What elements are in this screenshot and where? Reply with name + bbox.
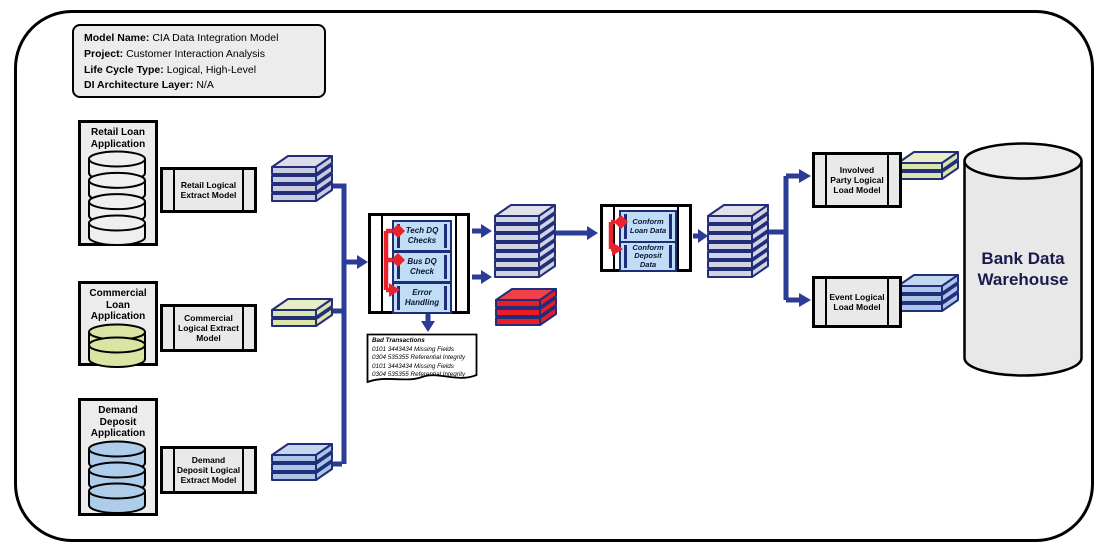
bus-dq-check-step: Bus DQ Check bbox=[392, 251, 452, 283]
note-text: Bad Transactions 0101 3443434 Missing Fi… bbox=[372, 337, 474, 380]
left-bar bbox=[825, 155, 827, 205]
step-bar bbox=[669, 214, 672, 239]
conform-deposit-data-label: Conform Deposit Data bbox=[632, 242, 664, 269]
step-bar bbox=[624, 214, 627, 239]
step-bar bbox=[624, 245, 627, 268]
right-bar bbox=[242, 307, 244, 349]
life-cycle-line: Life Cycle Type:Logical, High-Level bbox=[84, 63, 314, 79]
conformed-data-stack bbox=[706, 203, 770, 284]
demand-deposit-application-title: Demand Deposit Application bbox=[90, 405, 146, 439]
life-cycle-value: Logical, High-Level bbox=[166, 63, 257, 76]
right-bar bbox=[887, 155, 889, 205]
warehouse-label: Bank Data Warehouse bbox=[977, 249, 1069, 290]
note-title: Bad Transactions bbox=[372, 337, 425, 344]
left-bar bbox=[173, 449, 175, 491]
life-cycle-label: Life Cycle Type: bbox=[84, 63, 164, 76]
commercial-extract-model-box: Commercial Logical Extract Model bbox=[160, 304, 257, 352]
commercial-extract-stack bbox=[270, 297, 334, 333]
right-bar bbox=[242, 170, 244, 210]
step-bar bbox=[669, 245, 672, 268]
note-line: 0101 3443434 Missing Fields bbox=[372, 345, 454, 353]
demand-extract-model-label: Demand Deposit Logical Extract Model bbox=[176, 454, 241, 486]
dq-checks-container: Tech DQ Checks Bus DQ Check Error Handli… bbox=[368, 213, 470, 314]
error-handling-step: Error Handling bbox=[392, 282, 452, 314]
left-bar bbox=[173, 307, 175, 349]
model-name-line: Model Name:CIA Data Integration Model bbox=[84, 31, 314, 47]
involved-party-load-model-box: Involved Party Logical Load Model bbox=[812, 152, 902, 208]
project-line: Project:Customer Interaction Analysis bbox=[84, 47, 314, 63]
involved-party-stack bbox=[896, 150, 960, 186]
project-value: Customer Interaction Analysis bbox=[126, 47, 265, 60]
bus-dq-check-label: Bus DQ Check bbox=[407, 257, 437, 276]
note-line: 0304 535355 Referential Integrity bbox=[372, 371, 466, 378]
step-bar bbox=[397, 224, 400, 248]
project-label: Project: bbox=[84, 47, 124, 60]
model-name-value: CIA Data Integration Model bbox=[152, 32, 279, 44]
right-bar bbox=[242, 449, 244, 491]
step-bar bbox=[444, 255, 447, 279]
step-bar bbox=[397, 286, 400, 310]
retail-loan-application-title: Retail Loan Application bbox=[90, 127, 146, 150]
step-bar bbox=[444, 224, 447, 248]
retail-extract-stack bbox=[270, 154, 334, 208]
demand-database-cylinders bbox=[87, 440, 149, 514]
model-name-label: Model Name: bbox=[84, 32, 150, 44]
conform-container: Conform Loan Data Conform Deposit Data bbox=[600, 204, 692, 272]
tech-dq-checks-step: Tech DQ Checks bbox=[392, 220, 452, 252]
diagram-outer-frame bbox=[14, 10, 1094, 542]
left-bar bbox=[825, 279, 827, 325]
di-layer-line: DI Architecture Layer:N/A bbox=[84, 78, 314, 94]
note-line: 0304 535355 Referential Integrity bbox=[372, 354, 466, 361]
involved-party-load-model-label: Involved Party Logical Load Model bbox=[830, 164, 884, 196]
right-bar bbox=[887, 279, 889, 325]
error-handling-label: Error Handling bbox=[404, 288, 440, 307]
note-document-shape bbox=[366, 333, 478, 384]
demand-extract-stack bbox=[270, 442, 334, 487]
tech-dq-checks-label: Tech DQ Checks bbox=[405, 226, 439, 245]
left-bar bbox=[613, 207, 615, 269]
di-layer-value: N/A bbox=[196, 79, 214, 92]
right-bar bbox=[455, 216, 457, 311]
step-bar bbox=[397, 255, 400, 279]
conform-deposit-data-step: Conform Deposit Data bbox=[619, 241, 677, 272]
event-stack bbox=[896, 273, 960, 318]
conform-loan-data-label: Conform Loan Data bbox=[629, 216, 667, 235]
di-layer-label: DI Architecture Layer: bbox=[84, 79, 194, 92]
commercial-extract-model-label: Commercial Logical Extract Model bbox=[178, 312, 239, 344]
left-bar bbox=[381, 216, 383, 311]
warehouse-cylinder bbox=[963, 142, 1083, 377]
commercial-database-cylinders bbox=[87, 323, 149, 368]
event-load-model-box: Event Logical Load Model bbox=[812, 276, 902, 328]
bank-data-warehouse: Bank Data Warehouse bbox=[962, 140, 1084, 380]
demand-extract-model-box: Demand Deposit Logical Extract Model bbox=[160, 446, 257, 494]
left-bar bbox=[173, 170, 175, 210]
retail-loan-application-box: Retail Loan Application bbox=[78, 120, 158, 246]
commercial-loan-application-box: Commercial Loan Application bbox=[78, 281, 158, 368]
note-line: 0101 3443434 Missing Fields bbox=[372, 362, 454, 370]
commercial-loan-application-title: Commercial Loan Application bbox=[89, 288, 147, 322]
bad-transactions-note: Bad Transactions 0101 3443434 Missing Fi… bbox=[366, 333, 478, 389]
rejected-data-stack bbox=[494, 287, 558, 332]
step-bar bbox=[444, 286, 447, 310]
clean-data-stack bbox=[493, 203, 557, 284]
model-info-box: Model Name:CIA Data Integration Model Pr… bbox=[72, 24, 326, 98]
demand-deposit-application-box: Demand Deposit Application bbox=[78, 398, 158, 516]
conform-loan-data-step: Conform Loan Data bbox=[619, 210, 677, 243]
retail-database-cylinders bbox=[87, 150, 149, 246]
event-load-model-label: Event Logical Load Model bbox=[829, 291, 885, 312]
right-bar bbox=[677, 207, 679, 269]
retail-extract-model-label: Retail Logical Extract Model bbox=[180, 179, 237, 200]
retail-extract-model-box: Retail Logical Extract Model bbox=[160, 167, 257, 213]
